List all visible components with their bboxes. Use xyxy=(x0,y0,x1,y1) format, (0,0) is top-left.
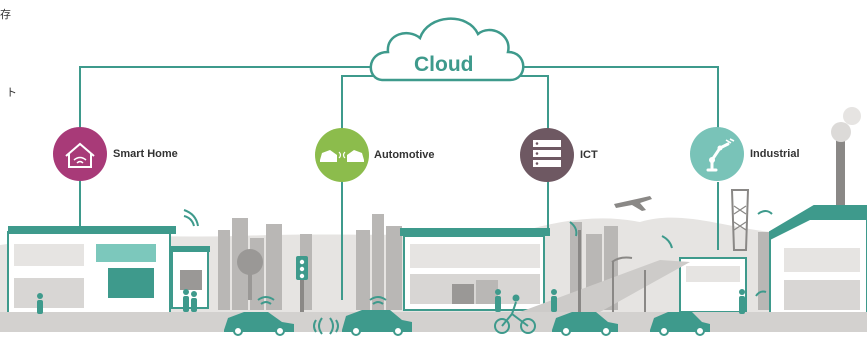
car-wheels xyxy=(233,326,705,336)
road xyxy=(0,312,867,332)
industrial-node xyxy=(690,127,744,181)
wireless-signals xyxy=(183,209,773,335)
ict-building xyxy=(400,228,550,311)
ramp xyxy=(520,260,690,312)
automotive-node xyxy=(315,128,369,182)
cloud-label: Cloud xyxy=(414,53,474,76)
industrial-plant xyxy=(679,107,867,319)
industrial-label: Industrial xyxy=(750,148,800,160)
connector-lines xyxy=(79,66,719,300)
left-edge-text-1: 存 xyxy=(0,8,11,21)
ict-label: ICT xyxy=(580,149,598,161)
automotive-label: Automotive xyxy=(374,149,435,161)
ict-node xyxy=(520,128,574,182)
left-edge-text-2: ト xyxy=(6,86,17,99)
street-furniture xyxy=(296,230,646,312)
cloud-icon xyxy=(369,17,525,82)
smart-home-node xyxy=(53,127,107,181)
smart-home-label: Smart Home xyxy=(113,148,178,160)
pedestrians xyxy=(37,289,745,314)
cyclist-icon xyxy=(494,294,536,334)
airplane-icon xyxy=(614,196,652,211)
